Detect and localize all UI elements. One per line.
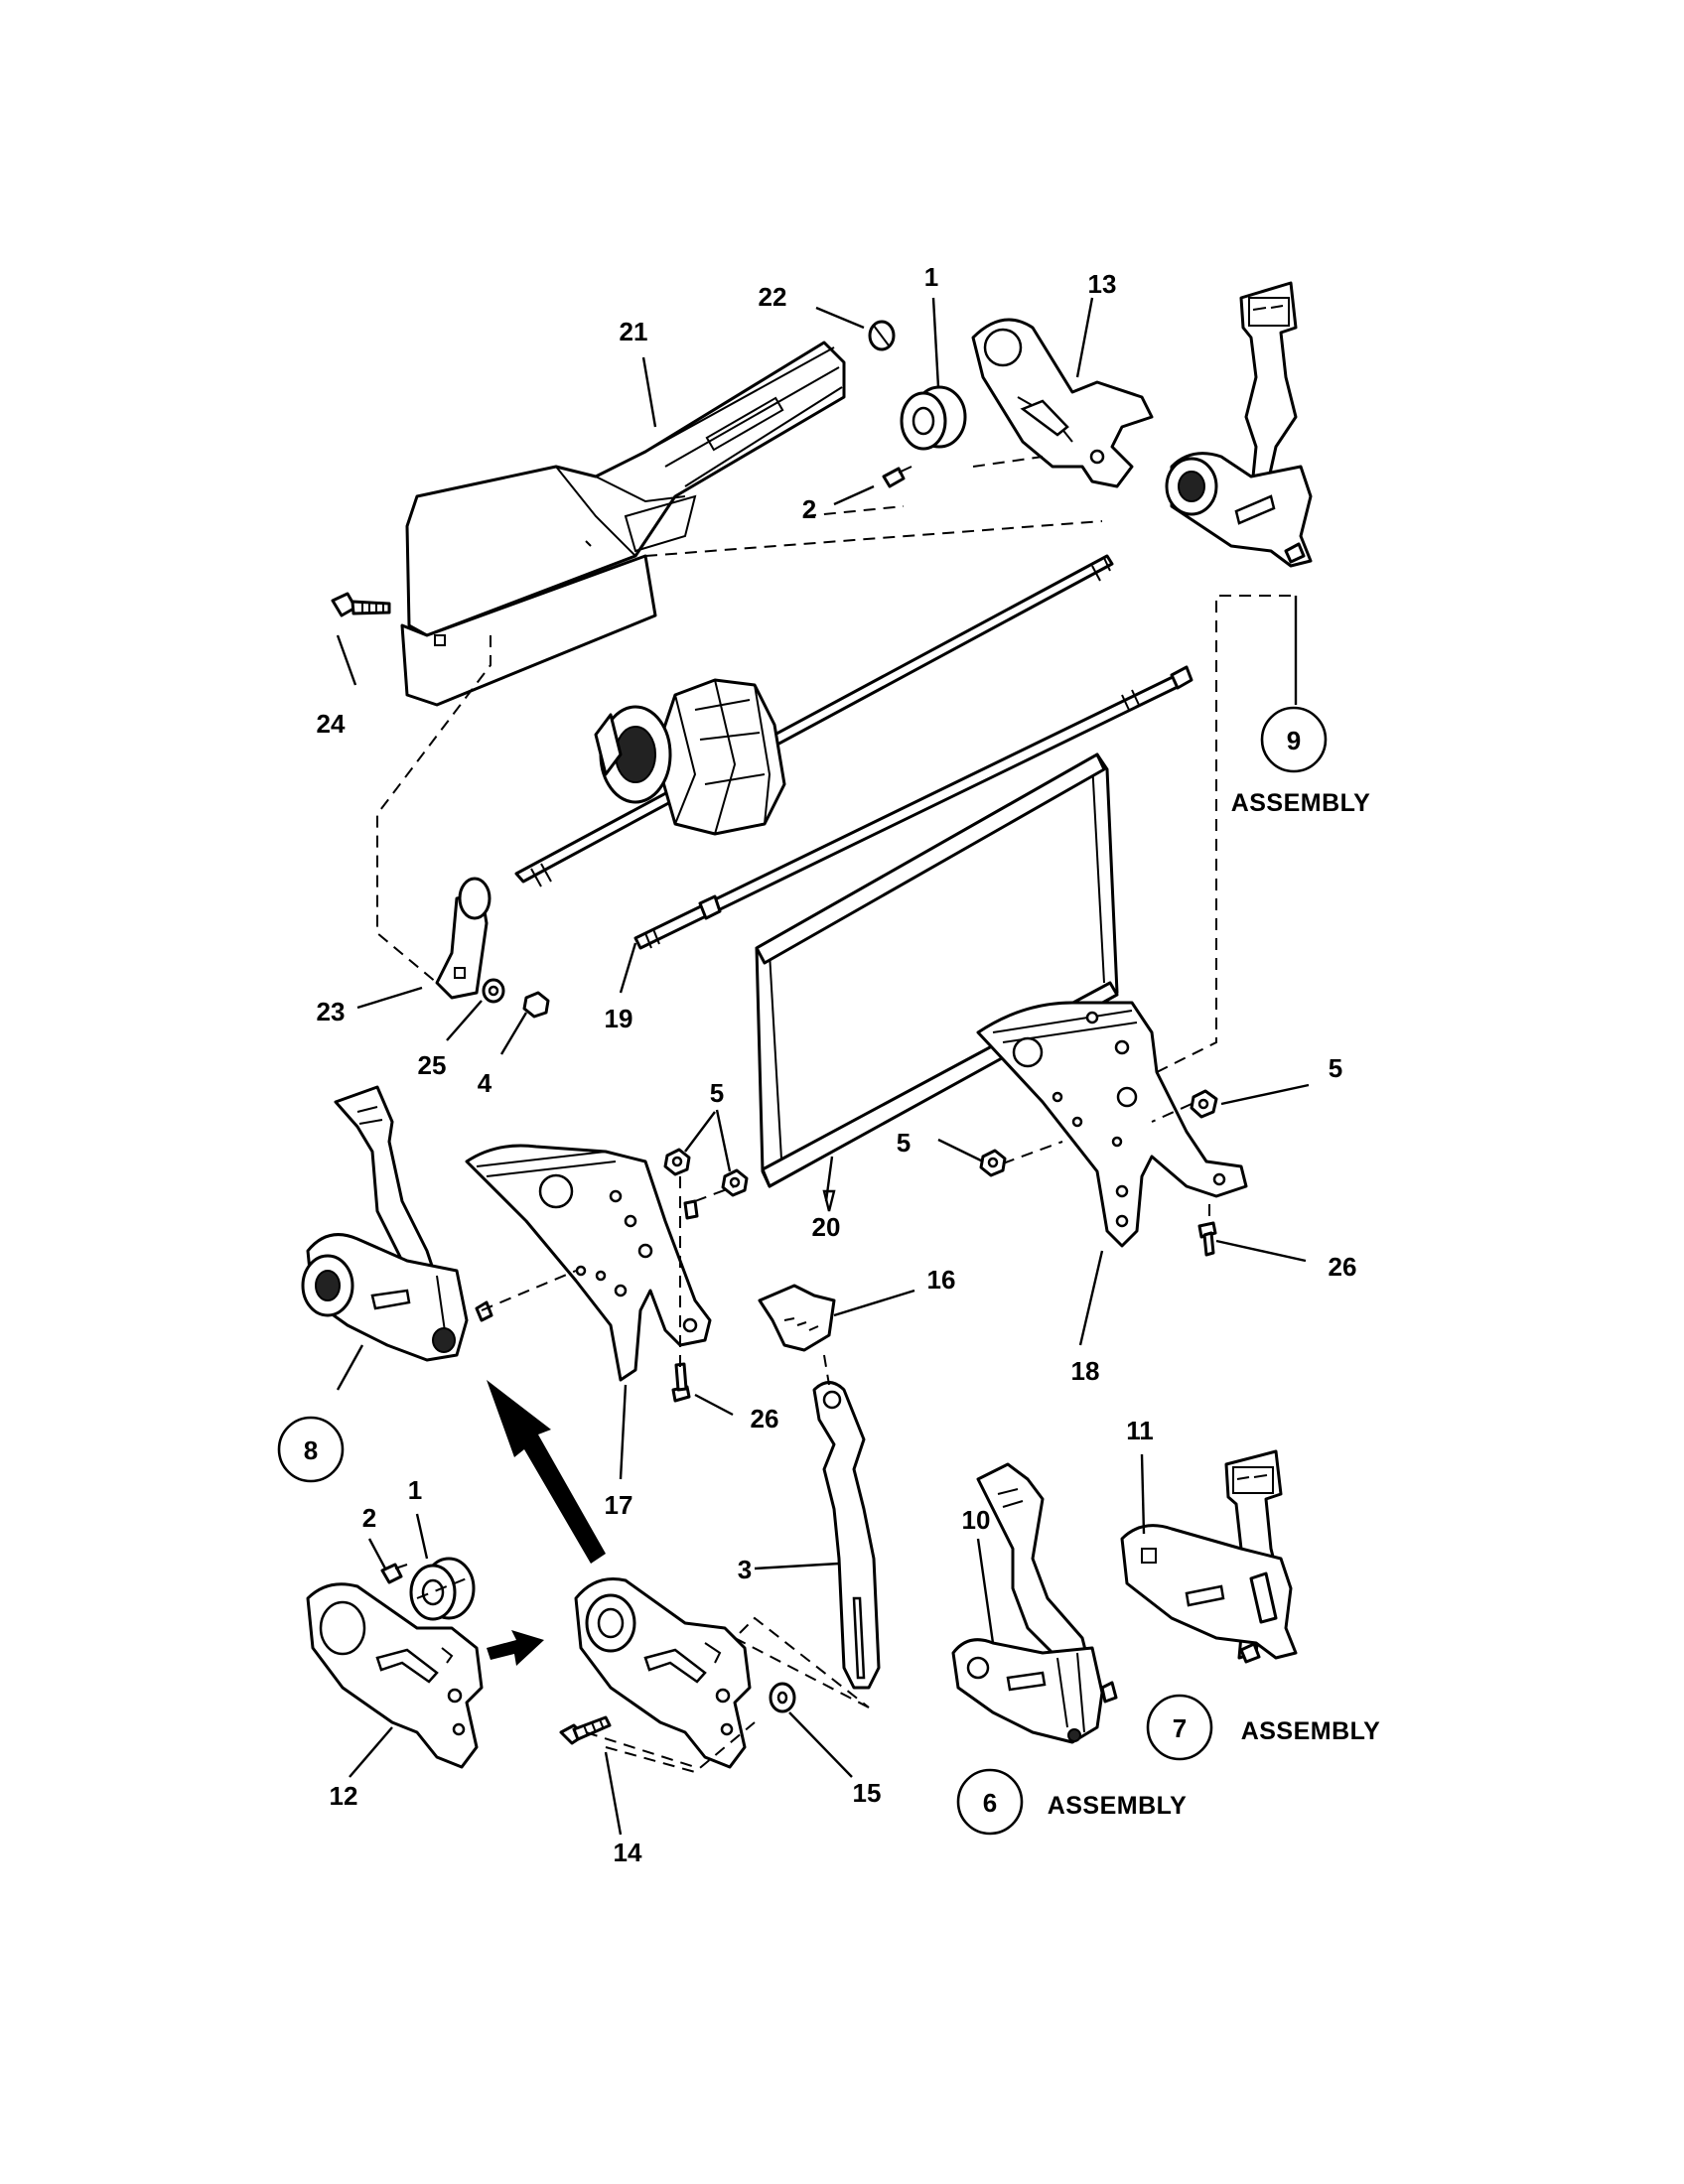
- part-24-bolt: [331, 592, 391, 617]
- assembly-6-callout: 6 ASSEMBLY: [956, 1768, 1188, 1836]
- part-5-nut-right-a: [1190, 1089, 1218, 1119]
- callout-24: 24: [317, 709, 346, 739]
- part-5-nut-center-b: [721, 1168, 749, 1197]
- assembly-7-callout: 7 ASSEMBLY: [1146, 1694, 1381, 1761]
- part-25-washer: [482, 978, 505, 1004]
- part-5-nut-center-a: [663, 1148, 691, 1176]
- part-17-side-plate: [465, 1144, 712, 1382]
- alignment-lines: [376, 456, 1291, 1774]
- part-5-nut-right-b: [979, 1149, 1007, 1177]
- callout-14: 14: [614, 1838, 642, 1867]
- callout-5-right-plate: 5: [897, 1128, 911, 1158]
- assembly-8: [301, 1085, 493, 1362]
- callout-25: 25: [418, 1050, 447, 1080]
- assembly-6: [951, 1462, 1118, 1744]
- part-19-rod: [633, 665, 1193, 950]
- part-18-side-plate: [976, 1001, 1248, 1248]
- leader-lines: [336, 297, 1310, 1836]
- callout-22: 22: [759, 282, 787, 312]
- part-15-washer: [769, 1682, 796, 1713]
- part-23-bracket: [435, 877, 491, 1000]
- callout-15: 15: [853, 1778, 882, 1808]
- part-26-screw-center: [671, 1362, 691, 1403]
- assembly-7: [1120, 1449, 1298, 1664]
- part-13-plate: [971, 318, 1154, 488]
- assembly-9-callout: 9 ASSEMBLY: [1231, 706, 1371, 817]
- part-14-bolt: [559, 1715, 612, 1745]
- part-4-nut: [522, 991, 550, 1019]
- part-22-clip: [868, 320, 896, 351]
- assembly-9-label: ASSEMBLY: [1231, 789, 1371, 817]
- part-2-screw-top: [882, 466, 912, 488]
- callout-2-bottom: 2: [362, 1503, 376, 1533]
- assembly-6-label: ASSEMBLY: [1048, 1792, 1188, 1820]
- part-1-bushing-bottom: [409, 1557, 476, 1621]
- callout-13: 13: [1088, 269, 1117, 299]
- callout-5-right: 5: [1329, 1053, 1342, 1083]
- gearbox: [594, 678, 786, 836]
- callout-23: 23: [317, 997, 346, 1026]
- drive-shaft: [514, 554, 1114, 887]
- callout-11: 11: [1126, 1416, 1154, 1445]
- callout-labels: 22 1 13 21 2 24 23 25 4 19 5 20 5 5 26 1…: [317, 262, 1357, 1867]
- assembly-6-number: 6: [983, 1788, 997, 1818]
- callout-17: 17: [605, 1490, 633, 1520]
- part-3-lever-link: [812, 1381, 881, 1690]
- arrow-right: [487, 1630, 544, 1666]
- callout-21: 21: [620, 317, 648, 346]
- callout-16: 16: [927, 1265, 956, 1295]
- part-26-screw-right: [1197, 1221, 1217, 1257]
- assembly-8-callout: 8: [277, 1416, 345, 1483]
- part-2-screw-bottom: [380, 1563, 408, 1584]
- part-1-bushing-top: [900, 385, 967, 451]
- callout-20: 20: [812, 1212, 841, 1242]
- callout-1-bottom: 1: [408, 1475, 422, 1505]
- assembly-8-number: 8: [304, 1435, 318, 1465]
- callout-4: 4: [478, 1068, 492, 1098]
- assembly-7-label: ASSEMBLY: [1241, 1717, 1381, 1745]
- part-16-handle-cap: [758, 1284, 836, 1352]
- callout-19: 19: [605, 1004, 633, 1033]
- callout-18: 18: [1071, 1356, 1100, 1386]
- callout-1-top: 1: [924, 262, 938, 292]
- callout-3: 3: [738, 1555, 752, 1584]
- callout-26-center: 26: [751, 1404, 779, 1433]
- assembly-9-number: 9: [1287, 726, 1301, 755]
- arrow-up: [487, 1380, 606, 1564]
- callout-26-right: 26: [1329, 1252, 1357, 1282]
- assembly-9: [1165, 281, 1313, 568]
- part-12-bracket: [306, 1582, 484, 1769]
- center-bottom-bracket: [574, 1577, 752, 1769]
- callout-10: 10: [962, 1505, 991, 1535]
- callout-2-top: 2: [802, 494, 816, 524]
- callout-12: 12: [330, 1781, 358, 1811]
- callout-5-center: 5: [710, 1078, 724, 1108]
- part-21-cover: [400, 341, 846, 707]
- assembly-7-number: 7: [1173, 1713, 1187, 1743]
